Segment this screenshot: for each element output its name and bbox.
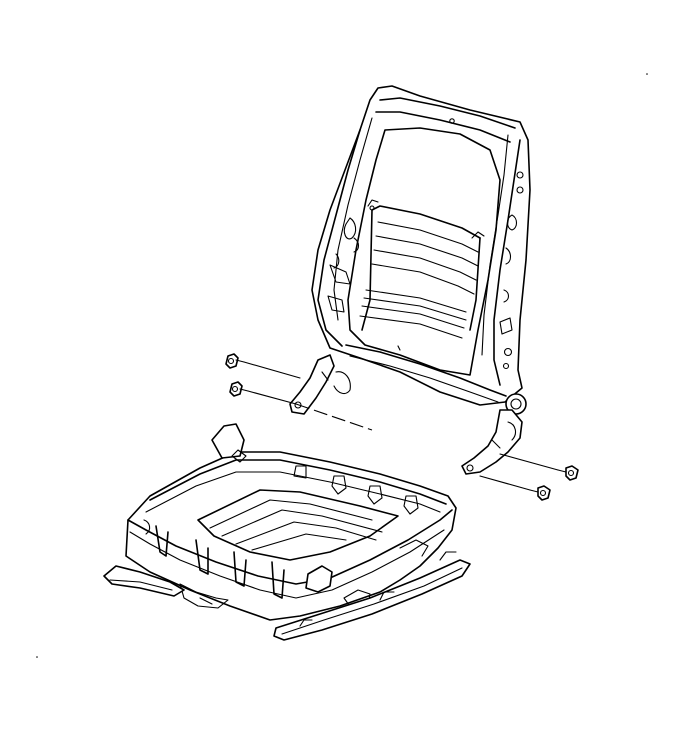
- seat-back-frame: [311, 85, 531, 415]
- bolt-guide-line: [247, 390, 297, 405]
- bolt-upper-right: [557, 465, 579, 481]
- right-hinge-bracket: [461, 409, 523, 475]
- bolt-guide-line: [243, 361, 301, 379]
- left-hinge-bracket: [289, 354, 351, 415]
- bolt-lower-right: [529, 485, 551, 501]
- bolt-guide-line: [499, 453, 559, 471]
- bolt-upper-left: [225, 353, 245, 369]
- stray-dot: [36, 656, 38, 658]
- seat-track-rails: [103, 551, 471, 641]
- bolt-guide-dashed: [295, 403, 373, 431]
- bolt-lower-left: [229, 381, 249, 397]
- stray-dot: [646, 73, 648, 75]
- seat-cushion-frame: [125, 423, 457, 621]
- mounting-bolts: [225, 353, 579, 501]
- bolt-guide-line: [479, 475, 531, 491]
